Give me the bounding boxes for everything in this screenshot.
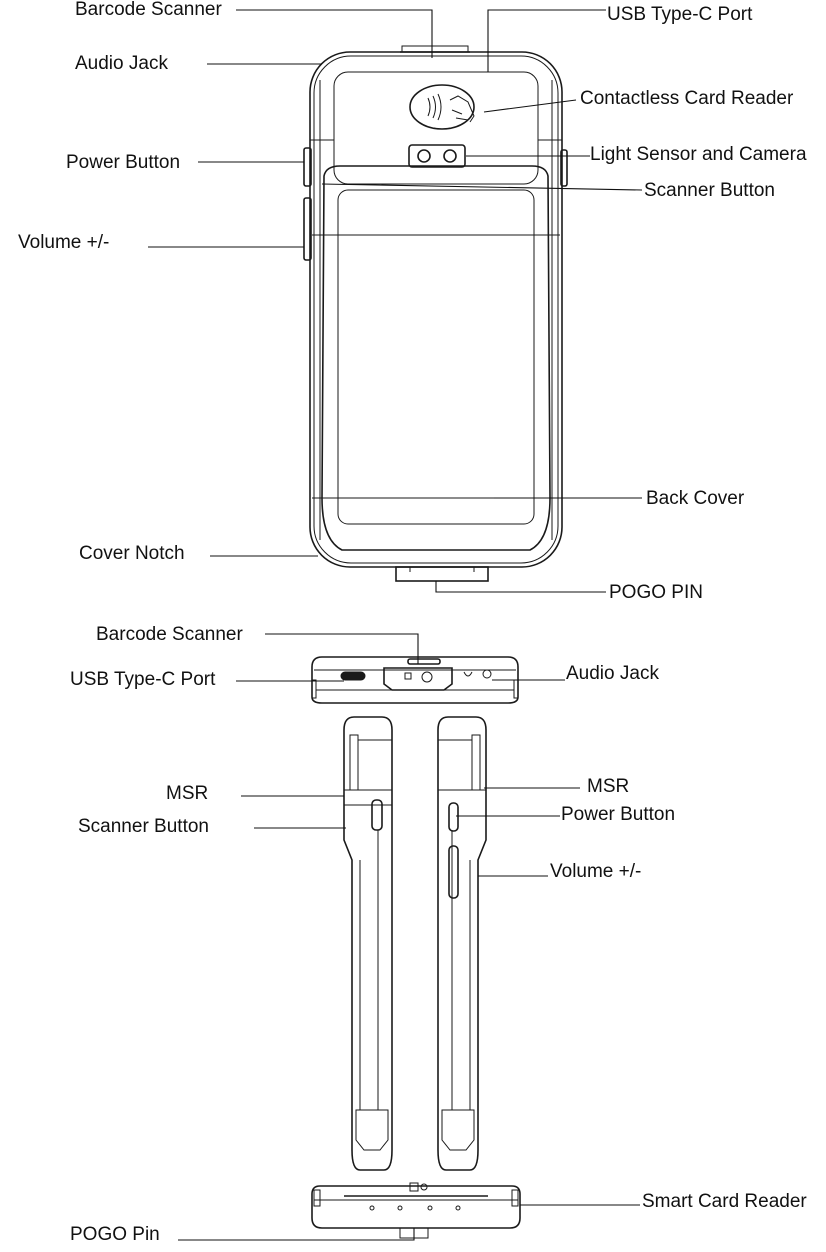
left-side-view-device: [343, 716, 393, 1171]
label-cover-notch: Cover Notch: [79, 543, 185, 564]
back-view-device: [303, 45, 568, 582]
label-smart-card-reader: Smart Card Reader: [642, 1191, 807, 1212]
label-volume-side: Volume +/-: [550, 861, 642, 882]
label-pogo-pin-back: POGO PIN: [609, 582, 703, 603]
label-volume-back: Volume +/-: [18, 232, 110, 253]
bottom-view-device: [311, 1182, 521, 1239]
label-contactless-card-reader: Contactless Card Reader: [580, 88, 794, 109]
top-view-device: [311, 656, 519, 704]
right-side-view-device: [437, 716, 487, 1171]
label-msr-left: MSR: [166, 783, 209, 804]
label-back-cover: Back Cover: [646, 488, 745, 509]
label-usb-type-c-port-back: USB Type-C Port: [607, 4, 753, 25]
label-audio-jack-top: Audio Jack: [566, 663, 659, 684]
label-pogo-pin-bottom: POGO Pin: [70, 1224, 160, 1245]
label-usb-type-c-port-top: USB Type-C Port: [70, 669, 216, 690]
leader-lines: [148, 9, 643, 1241]
label-scanner-button-back: Scanner Button: [644, 180, 775, 201]
label-barcode-scanner-top: Barcode Scanner: [96, 624, 243, 645]
label-light-sensor-camera: Light Sensor and Camera: [590, 144, 807, 165]
label-power-button-side: Power Button: [561, 804, 676, 825]
label-msr-right: MSR: [587, 776, 630, 797]
label-audio-jack-back: Audio Jack: [75, 53, 168, 74]
label-barcode-scanner-back: Barcode Scanner: [75, 0, 222, 20]
label-power-button-back: Power Button: [66, 152, 181, 173]
label-scanner-button-side: Scanner Button: [78, 816, 209, 837]
